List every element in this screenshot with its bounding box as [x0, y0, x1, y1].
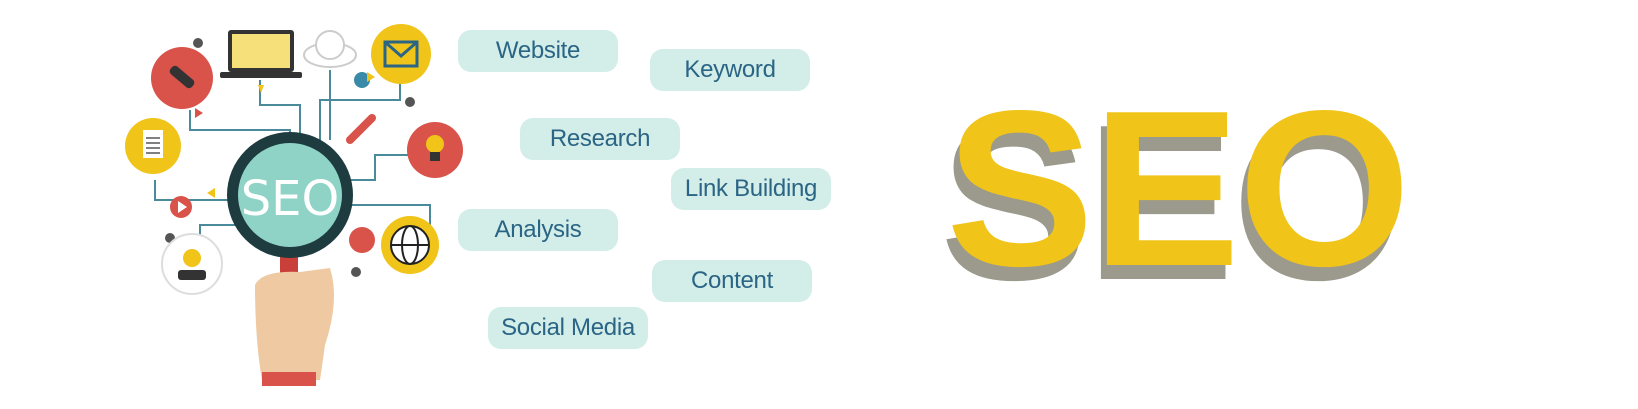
magnifier-seo-label: SEO [241, 171, 340, 227]
tag-website: Website [458, 30, 618, 72]
tag-analysis: Analysis [458, 209, 618, 251]
tag-link-building: Link Building [671, 168, 831, 210]
tag-content: Content [652, 260, 812, 302]
email-icon [371, 24, 431, 84]
laptop-icon [220, 30, 302, 78]
cloud-icon [303, 30, 357, 68]
chat-icon [349, 227, 375, 253]
seo-headline-text: SEO [946, 65, 1411, 313]
seo-headline: SEO SEO [940, 65, 1411, 314]
wrench-icon [346, 114, 376, 144]
tag-research: Research [520, 118, 680, 160]
tag-keyword: Keyword [650, 49, 810, 91]
seo-headline-shadow: SEO [940, 79, 1405, 327]
seo-illustration: SEO [125, 24, 463, 386]
tag-social-media: Social Media [488, 307, 648, 349]
magnifier: SEO [227, 132, 353, 386]
